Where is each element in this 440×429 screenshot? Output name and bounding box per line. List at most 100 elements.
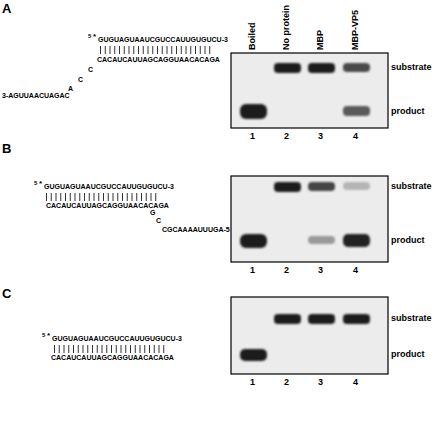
gel-band xyxy=(343,182,370,190)
lane-number: 4 xyxy=(353,132,358,141)
gel-panel xyxy=(231,176,388,262)
base-pair-tick xyxy=(110,46,111,54)
rna-base: C xyxy=(156,217,161,224)
base-pair-tick xyxy=(127,193,128,201)
base-pair-tick xyxy=(133,46,134,54)
base-pair-tick xyxy=(157,46,158,54)
base-pair-tick xyxy=(111,345,112,353)
base-pair-tick xyxy=(117,193,118,201)
gel-band xyxy=(308,63,335,73)
base-pair-tick xyxy=(152,46,153,54)
base-pair-tick xyxy=(70,193,71,201)
rna-strand: CGCAAAAUUUGA-5 xyxy=(162,226,230,233)
base-pair-tick xyxy=(59,345,60,353)
lane-label: MBP xyxy=(316,30,325,50)
base-pair-tick xyxy=(167,46,168,54)
panel-letter: A xyxy=(2,2,11,15)
base-pair-tick xyxy=(181,46,182,54)
label-star: * xyxy=(47,332,50,340)
base-pair-tick xyxy=(116,345,117,353)
band-label: product xyxy=(391,107,425,116)
base-pair-tick xyxy=(89,193,90,201)
base-pair-tick xyxy=(64,345,65,353)
base-pair-tick xyxy=(151,193,152,201)
lane-number: 2 xyxy=(284,132,289,141)
base-pair-tick xyxy=(129,46,130,54)
base-pair-tick xyxy=(146,193,147,201)
base-pair-tick xyxy=(149,345,150,353)
band-label: product xyxy=(391,236,425,245)
base-pair-tick xyxy=(125,345,126,353)
base-pair-tick xyxy=(154,345,155,353)
base-pair-tick xyxy=(200,46,201,54)
base-pair-tick xyxy=(103,193,104,201)
rna-strand: GUGUAGUAAUCGUCCAUUGUGUCU-3 xyxy=(98,36,228,43)
base-pair-tick xyxy=(122,193,123,201)
base-pair-tick xyxy=(65,193,66,201)
base-pair-tick xyxy=(114,46,115,54)
base-pair-tick xyxy=(51,193,52,201)
base-pair-tick xyxy=(108,193,109,201)
gel-band xyxy=(308,182,335,191)
base-pair-tick xyxy=(46,193,47,201)
gel-band xyxy=(274,182,301,192)
base-pair-tick xyxy=(75,193,76,201)
base-pair-tick xyxy=(140,345,141,353)
gel-band xyxy=(343,106,370,116)
lane-number: 1 xyxy=(250,266,255,275)
panel-letter: C xyxy=(2,287,11,300)
base-pair-tick xyxy=(68,345,69,353)
lane-label: MBP-VP5 xyxy=(351,10,360,50)
base-pair-tick xyxy=(84,193,85,201)
strand-end: 5 xyxy=(88,33,91,39)
base-pair-tick xyxy=(136,193,137,201)
base-pair-tick xyxy=(205,46,206,54)
band-label: substrate xyxy=(391,63,432,72)
gel-band xyxy=(343,314,370,324)
base-pair-ticks xyxy=(47,46,210,353)
base-pair-tick xyxy=(163,345,164,353)
base-pair-tick xyxy=(162,46,163,54)
rna-strand: CACAUCAUUAGCAGGUAACACAGA xyxy=(46,202,169,209)
base-pair-tick xyxy=(132,193,133,201)
base-pair-tick xyxy=(195,46,196,54)
lane-number: 3 xyxy=(318,378,323,387)
base-pair-tick xyxy=(138,46,139,54)
band-label: substrate xyxy=(391,314,432,323)
lane-label: No protein xyxy=(282,5,291,50)
base-pair-tick xyxy=(141,193,142,201)
gel-band xyxy=(240,349,267,361)
base-pair-tick xyxy=(56,193,57,201)
base-pair-tick xyxy=(83,345,84,353)
base-pair-tick xyxy=(155,193,156,201)
lane-number: 4 xyxy=(353,266,358,275)
lane-number: 2 xyxy=(284,378,289,387)
base-pair-tick xyxy=(171,46,172,54)
base-pair-tick xyxy=(78,345,79,353)
base-pair-tick xyxy=(144,345,145,353)
base-pair-tick xyxy=(190,46,191,54)
base-pair-tick xyxy=(94,193,95,201)
band-label: product xyxy=(391,350,425,359)
base-pair-tick xyxy=(143,46,144,54)
label-star: * xyxy=(39,180,42,188)
base-pair-tick xyxy=(87,345,88,353)
base-pair-tick xyxy=(159,345,160,353)
rna-base: G xyxy=(150,209,155,216)
base-pair-tick xyxy=(98,193,99,201)
band-label: substrate xyxy=(391,182,432,191)
label-star: * xyxy=(93,33,96,41)
base-pair-tick xyxy=(135,345,136,353)
base-pair-tick xyxy=(105,46,106,54)
lane-number: 1 xyxy=(250,132,255,141)
gel-band xyxy=(343,63,370,72)
panel-letter: B xyxy=(2,142,11,155)
lane-number: 3 xyxy=(318,132,323,141)
rna-base: C xyxy=(78,76,83,83)
lane-number: 1 xyxy=(250,378,255,387)
rna-strand: 3-AGUUAACUAGAC xyxy=(2,92,70,99)
gel-band xyxy=(240,234,267,248)
gel-band xyxy=(343,234,370,247)
base-pair-tick xyxy=(176,46,177,54)
